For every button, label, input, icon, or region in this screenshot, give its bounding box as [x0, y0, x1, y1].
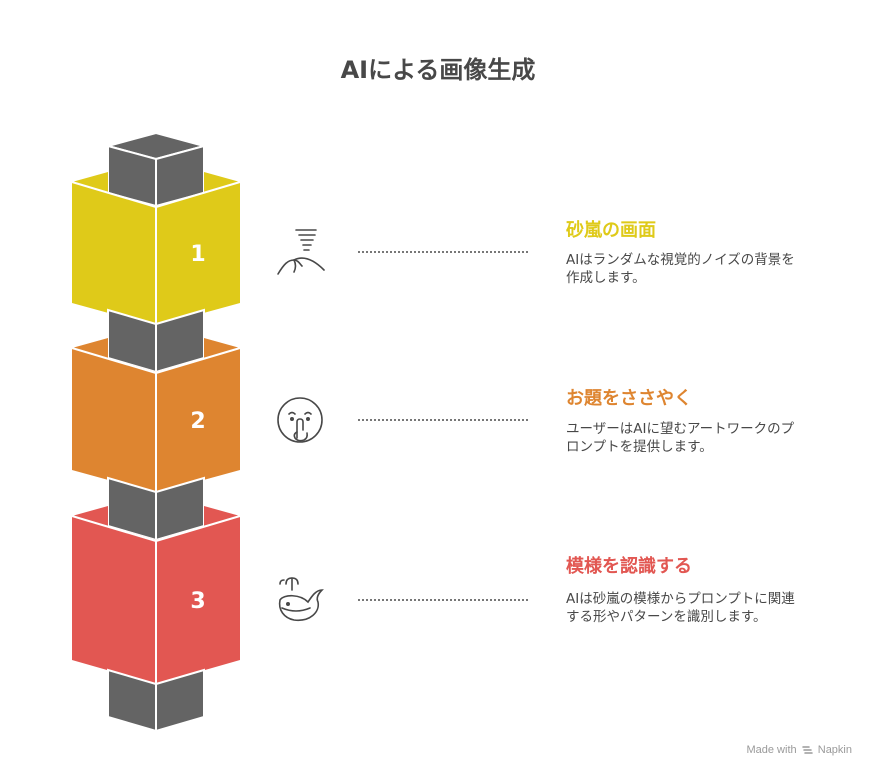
block-1: 1 — [71, 172, 241, 326]
step-3-description: AIは砂嵐の模様からプロンプトに関連する形やパターンを識別します。 — [566, 591, 795, 625]
shush-face-icon — [277, 397, 323, 443]
step-1-title: 砂嵐の画面 — [566, 220, 656, 241]
block-2: 2 — [71, 338, 241, 493]
block-2-number: 2 — [190, 409, 205, 434]
step-3-title: 模様を認識する — [566, 556, 692, 577]
block-3: 3 — [71, 506, 241, 684]
connector-2 — [358, 419, 528, 421]
step-2-title: お題をささやく — [566, 388, 692, 409]
block-1-number: 1 — [190, 242, 205, 267]
whale-icon — [278, 577, 324, 622]
made-with-label: Made with — [746, 744, 797, 757]
core-2-3 — [107, 476, 205, 542]
tornado-icon — [277, 229, 325, 275]
connector-3 — [358, 599, 528, 601]
block-3-number: 3 — [190, 589, 205, 614]
core-bottom — [107, 668, 205, 733]
napkin-logo-icon — [801, 745, 813, 754]
napkin-brand: Napkin — [817, 744, 852, 757]
step-1-description: AIはランダムな視覚的ノイズの背景を作成します。 — [566, 252, 795, 286]
core-top — [104, 131, 208, 208]
step-2-description: ユーザーはAIに望むアートワークのプロンプトを提供します。 — [566, 421, 795, 455]
napkin-credit[interactable]: Made with Napkin — [746, 744, 852, 756]
page-title: AIによる画像生成 — [340, 56, 536, 84]
connector-1 — [358, 251, 528, 253]
